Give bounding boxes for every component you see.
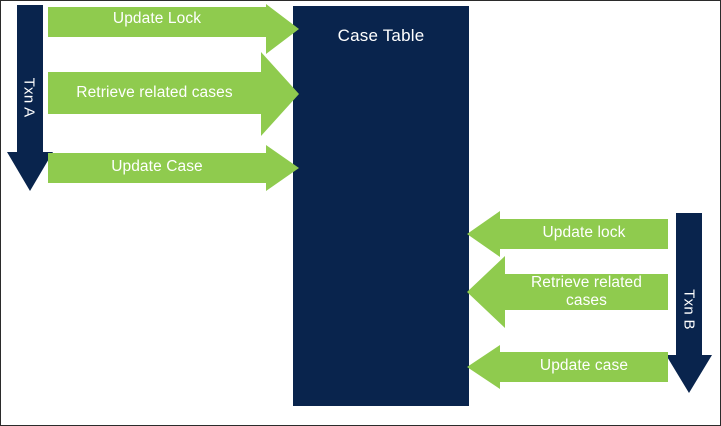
- case-table-label: Case Table: [337, 26, 425, 45]
- message-arrow-retrieve-related-cases[interactable]: [48, 52, 299, 136]
- txn-b-arrow[interactable]: [666, 213, 712, 393]
- arrow-right-shape: [48, 145, 299, 191]
- message-label-retrieve-related-cases-b-line2: cases: [566, 292, 607, 309]
- message-arrow-update-case-b[interactable]: [467, 345, 668, 389]
- message-label-retrieve-related-cases-b-line1: Retrieve related: [530, 274, 642, 291]
- message-label-update-case-b: Update case: [539, 357, 629, 374]
- txn-b-label: Txn B: [680, 289, 698, 330]
- message-label-update-lock-b: Update lock: [542, 224, 626, 241]
- message-arrow-update-lock[interactable]: [48, 4, 299, 54]
- txn-a-label: Txn A: [20, 77, 38, 118]
- txn-a-arrow[interactable]: [7, 5, 53, 191]
- message-label-retrieve-related-cases: Retrieve related cases: [76, 84, 233, 101]
- arrow-left-shape: [467, 345, 668, 389]
- txn-a-arrow-shape: [7, 5, 53, 191]
- txn-b-arrow-shape: [666, 213, 712, 393]
- message-arrow-retrieve-related-cases-b[interactable]: [467, 256, 668, 328]
- message-label-update-case: Update Case: [111, 158, 203, 175]
- arrow-right-shape: [48, 52, 299, 136]
- arrow-right-shape: [48, 4, 299, 54]
- message-arrow-update-case[interactable]: [48, 145, 299, 191]
- case-table-box[interactable]: Case Table: [293, 6, 469, 406]
- arrow-left-shape: [467, 256, 668, 328]
- message-arrow-update-lock-b[interactable]: [467, 211, 668, 257]
- message-label-update-lock: Update Lock: [112, 10, 202, 27]
- arrow-left-shape: [467, 211, 668, 257]
